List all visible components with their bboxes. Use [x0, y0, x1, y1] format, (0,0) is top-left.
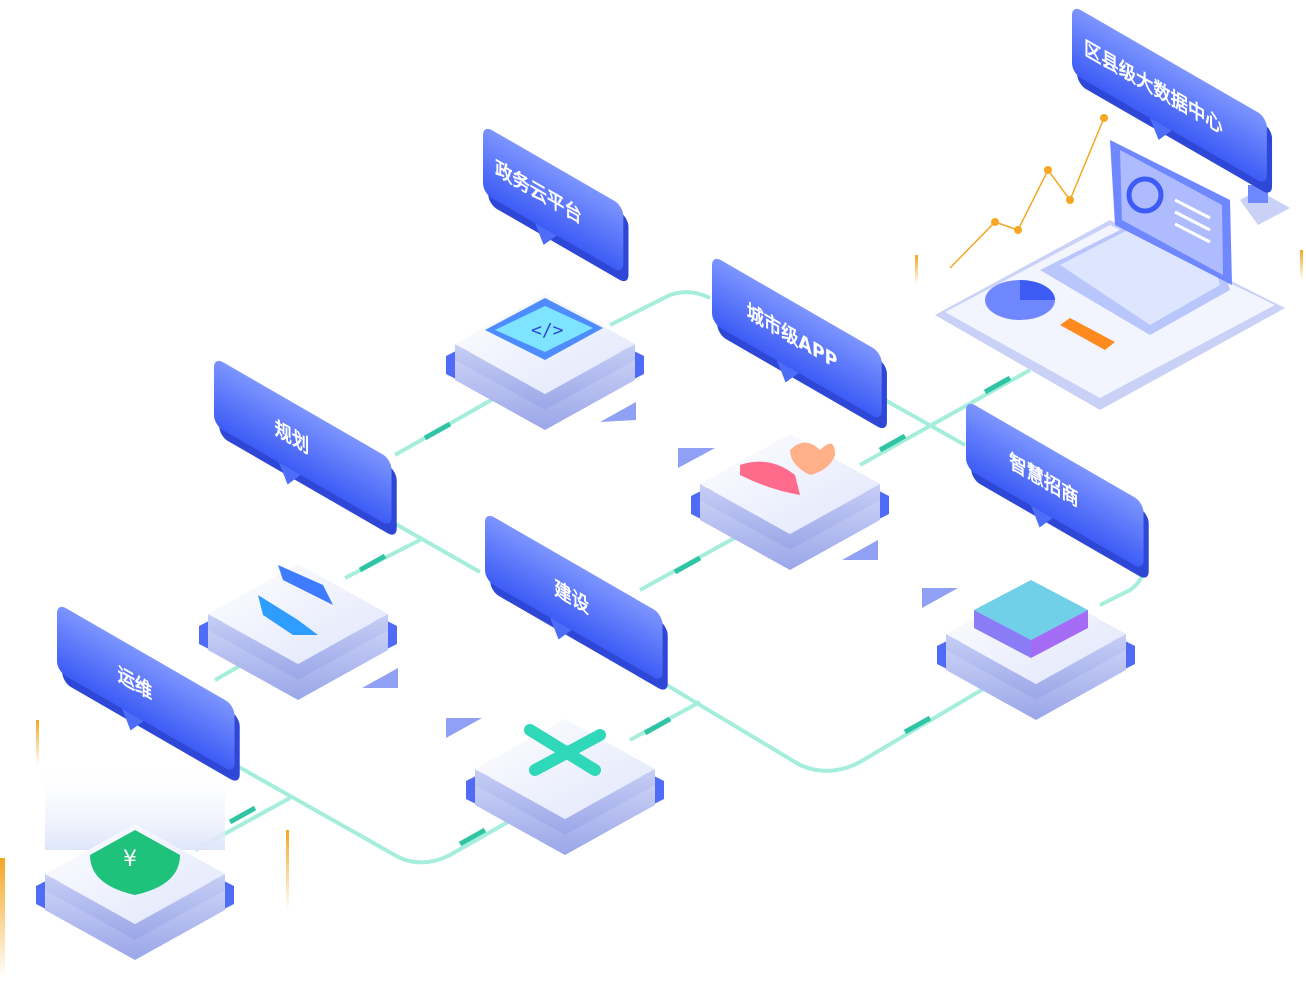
label-construction: 建设 [485, 515, 668, 690]
tile-planning[interactable] [199, 564, 397, 700]
label-city-app: 城市级APP [712, 258, 887, 429]
label-smart-investment: 智慧招商 [966, 403, 1149, 578]
refresh-arrows-icon [258, 565, 333, 635]
tile-city-app[interactable] [691, 434, 889, 570]
tools-icon [524, 724, 606, 776]
label-gov-cloud: 政务云平台 [483, 128, 629, 282]
connector-lines [194, 290, 1147, 865]
corner-chevron-icons [362, 402, 958, 738]
svg-text:¥: ¥ [123, 847, 137, 872]
svg-text:</>: </> [531, 320, 564, 341]
tile-operations[interactable]: ¥ [36, 760, 234, 960]
data-center-laptop [935, 114, 1290, 410]
shield-icon: ¥ [90, 830, 180, 895]
code-window-icon: </> [485, 298, 603, 360]
tile-gov-cloud[interactable]: </> [446, 294, 644, 430]
label-planning: 规划 [214, 360, 397, 535]
decorative-accent-lines [0, 250, 1303, 978]
tile-smart-investment[interactable] [937, 580, 1135, 720]
connector-dashes [228, 375, 1012, 847]
hand-heart-icon [740, 442, 835, 495]
label-operations: 运维 [57, 606, 240, 781]
label-district-data-center: 区县级大数据中心 [1072, 8, 1273, 193]
server-icon [974, 580, 1088, 658]
tile-construction[interactable] [466, 719, 664, 855]
